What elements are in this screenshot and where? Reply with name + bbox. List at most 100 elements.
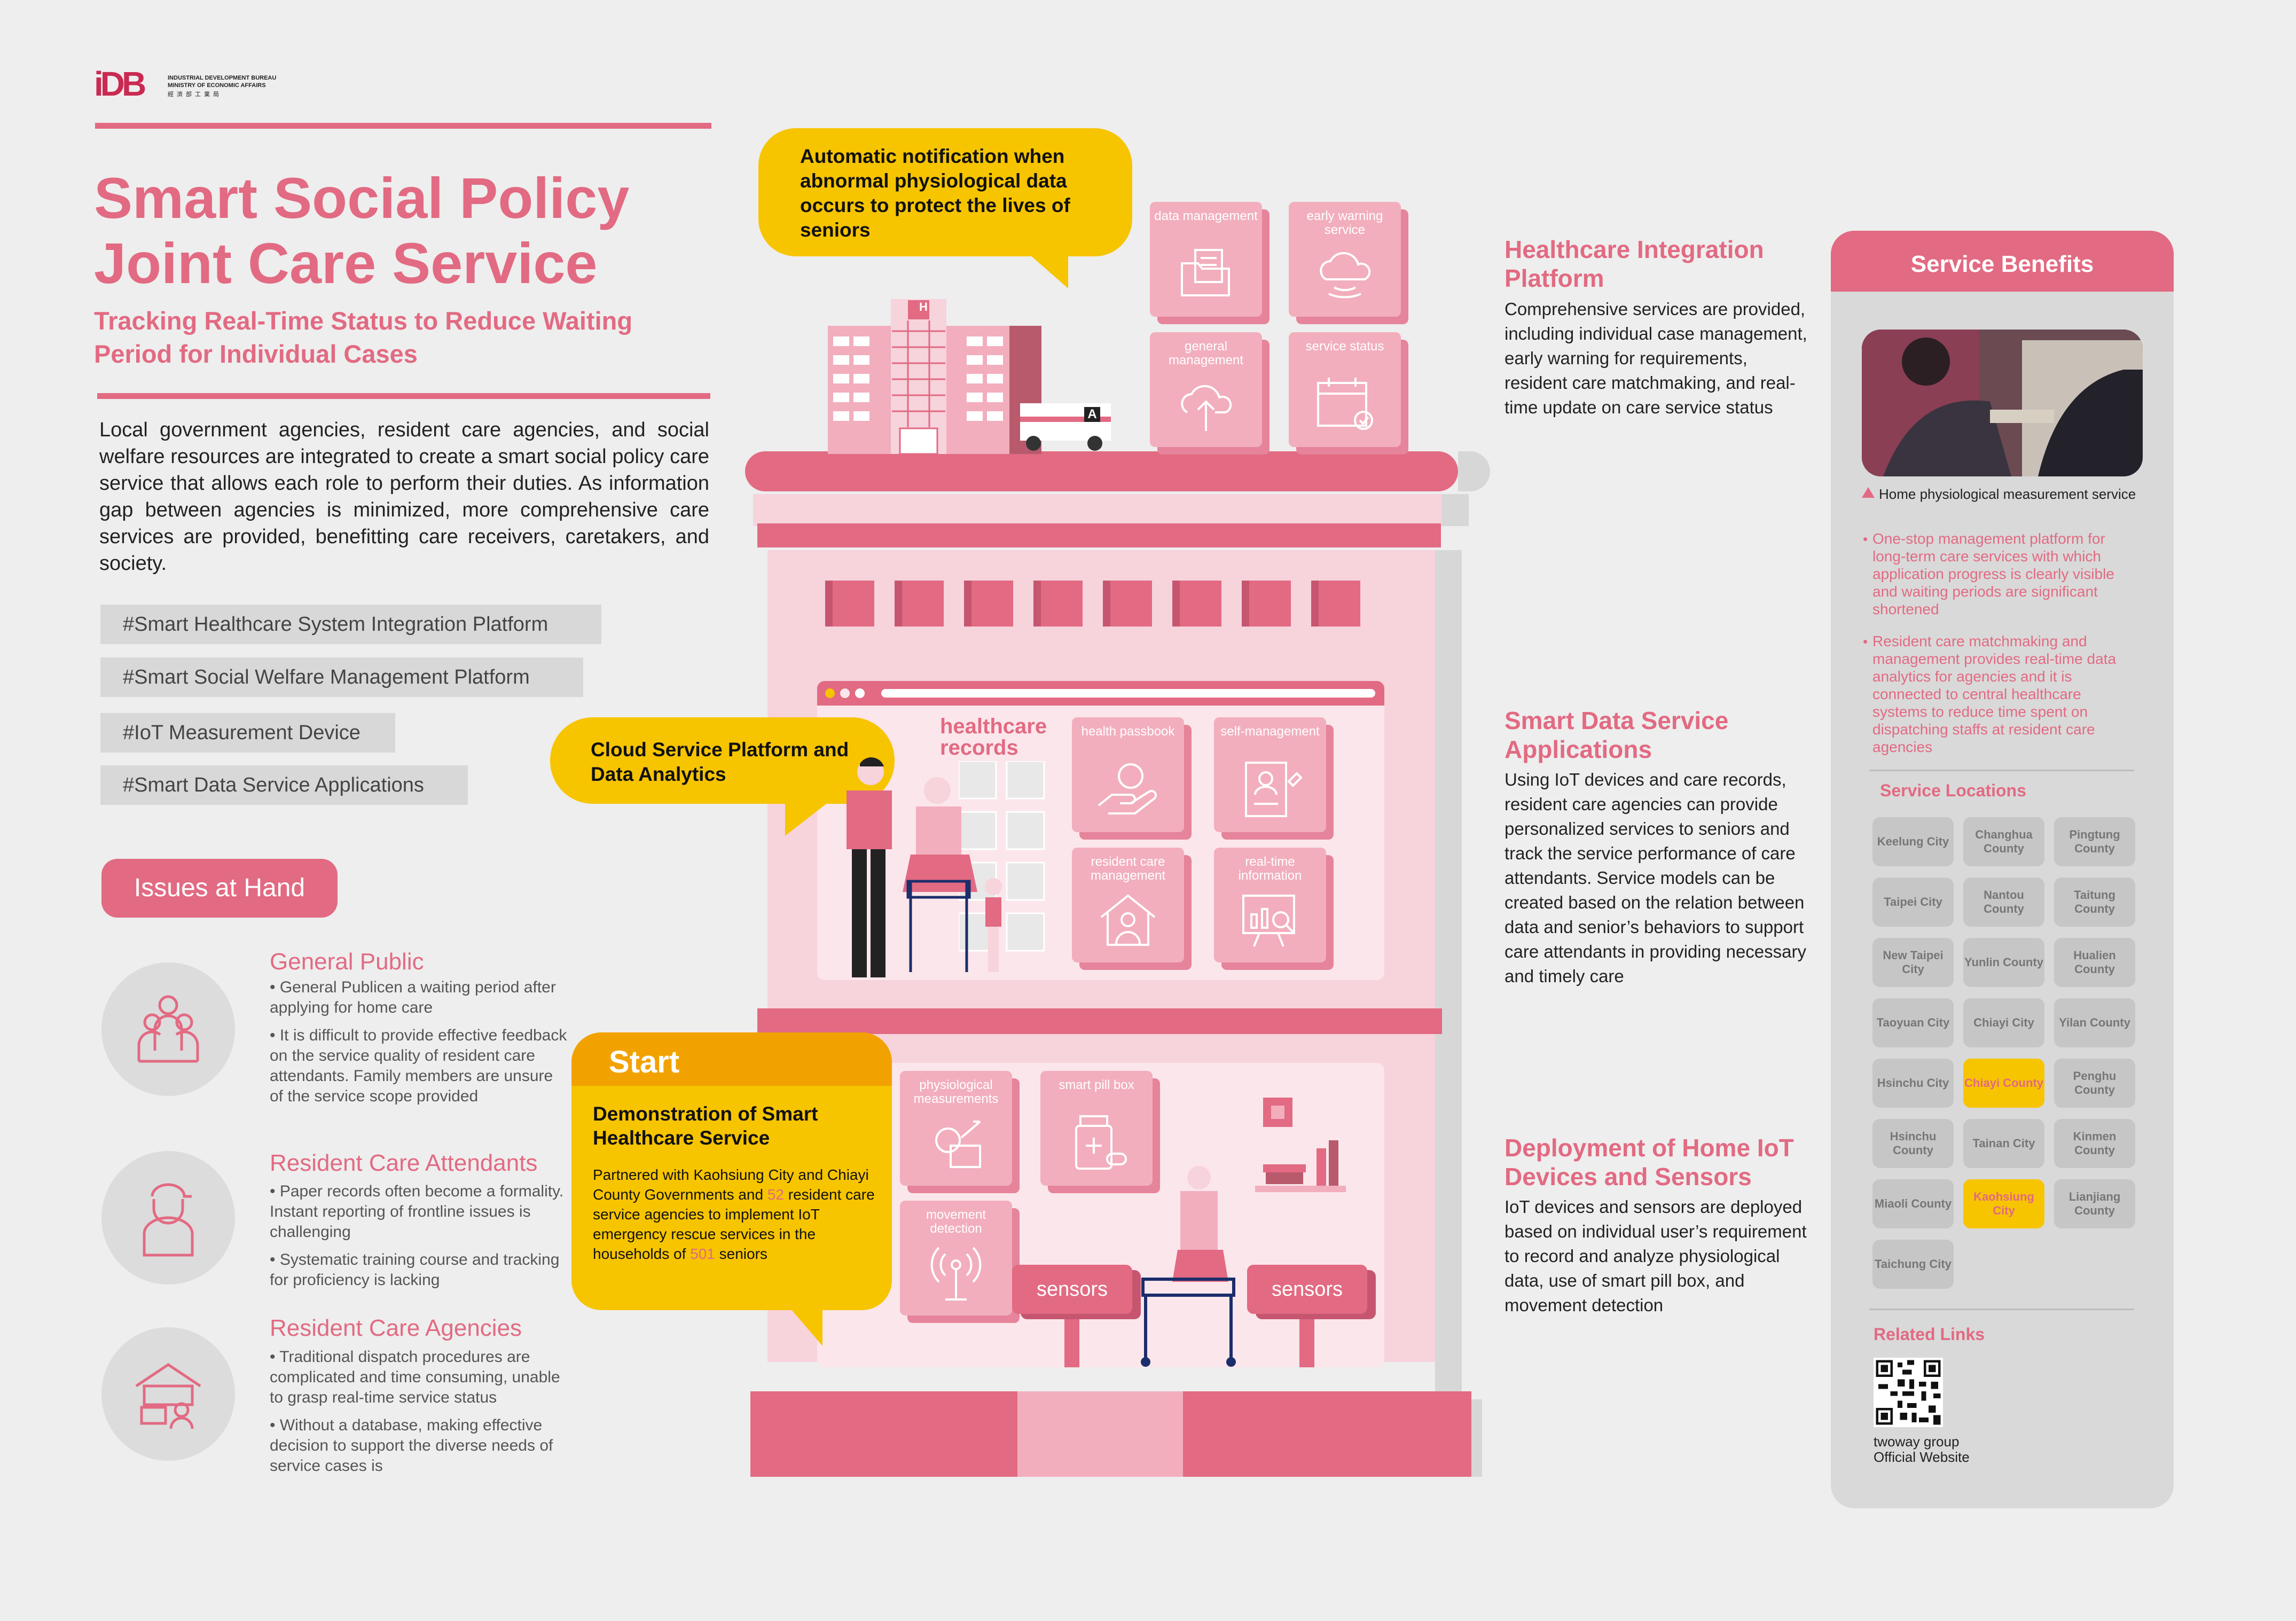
records-title: healthcare records (940, 715, 1047, 759)
locations-title: Service Locations (1880, 781, 2026, 800)
building-window (1103, 581, 1152, 627)
tile-service-status[interactable]: service status (1289, 332, 1401, 447)
divider-mid (97, 393, 710, 399)
building-shadow (1435, 550, 1462, 1394)
tag-chip[interactable]: #IoT Measurement Device (100, 713, 395, 753)
hand-coin-icon (1098, 763, 1157, 815)
building-window (964, 581, 1013, 627)
building-window (895, 581, 944, 627)
location-chip[interactable]: Kinmen County (2054, 1119, 2135, 1168)
photo-caption: Home physiological measurement service (1879, 486, 2136, 502)
tag-chip[interactable]: #Smart Healthcare System Integration Pla… (100, 605, 601, 644)
attendant-icon-circle (101, 1151, 235, 1285)
location-chip[interactable]: Taipei City (1872, 878, 1954, 927)
location-chip[interactable]: Tainan City (1963, 1119, 2044, 1168)
idb-logo: iDB INDUSTRIAL DEVELOPMENT BUREAU MINIST… (94, 64, 286, 103)
location-chip[interactable]: Taichung City (1872, 1240, 1954, 1289)
location-chip[interactable]: Hsinchu County (1872, 1119, 1954, 1168)
roof-slab (745, 451, 1458, 491)
public-icon-circle (101, 962, 235, 1096)
panel-title: Service Benefits (1831, 231, 2174, 292)
location-chip[interactable]: New Taipei City (1872, 938, 1954, 987)
divider-top (95, 123, 711, 129)
location-chip[interactable]: Kaohsiung City (1963, 1179, 2044, 1228)
browser-address-bar (881, 689, 1375, 698)
tile-physiological-measurements[interactable]: physiological measurements (900, 1071, 1012, 1186)
location-chip[interactable]: Lianjiang County (2054, 1179, 2135, 1228)
building-window (1172, 581, 1221, 627)
sensor-label-right: sensors (1247, 1265, 1367, 1314)
sensor-post (1064, 1319, 1079, 1367)
section-body-iot: IoT devices and sensors are deployed bas… (1504, 1197, 1807, 1315)
location-chip[interactable]: Nantou County (1963, 878, 2044, 927)
location-chip[interactable]: Miaoli County (1872, 1179, 1954, 1228)
tile-early-warning[interactable]: early warning service (1289, 202, 1401, 317)
qr-code-icon[interactable] (1874, 1358, 1943, 1427)
location-chip[interactable]: Yilan County (2054, 998, 2135, 1047)
hospital-illustration (828, 299, 1111, 454)
roof-ledge-shadow (1442, 494, 1469, 526)
location-chip[interactable]: Chiayi County (1963, 1059, 2044, 1108)
benefit-point-1: One-stop management platform for long-te… (1872, 530, 2114, 617)
link-label[interactable]: twoway group Official Website (1874, 1434, 1970, 1465)
tile-resident-care-management[interactable]: resident care management (1072, 848, 1184, 962)
logo-mark: iDB (94, 65, 146, 103)
section-heading-iot: Deployment of Home IoT Devices and Senso… (1504, 1134, 1794, 1191)
senior-walker-illustration (1141, 1166, 1236, 1367)
tile-real-time-information[interactable]: real-time information (1214, 848, 1326, 962)
signal-tower-icon (930, 1247, 982, 1301)
bullet: • (1863, 633, 1868, 649)
pill-bottle-icon (1075, 1115, 1127, 1170)
location-chip[interactable]: Hsinchu City (1872, 1059, 1954, 1108)
section-heading-platform: Healthcare Integration Platform (1504, 236, 1764, 292)
location-chip[interactable]: Pingtung County (2054, 817, 2135, 866)
browser-dot (825, 688, 835, 698)
page-title: Smart Social Policy Joint Care Service (94, 166, 630, 295)
home-measurement-photo (1862, 330, 2143, 476)
cloud-upload-icon (1181, 385, 1232, 431)
sensor-post (1299, 1319, 1314, 1367)
issue-points-attendants: • Paper records often become a formality… (270, 1183, 564, 1289)
section-body-data: Using IoT devices and care records, resi… (1504, 770, 1806, 986)
page-subtitle: Tracking Real-Time Status to Reduce Wait… (94, 307, 633, 368)
bubble-tail (790, 1309, 822, 1346)
building-window (1242, 581, 1291, 627)
location-chip[interactable]: Taoyuan City (1872, 998, 1954, 1047)
start-card: Start Demonstration of Smart Healthcare … (571, 1032, 892, 1310)
family-icon (137, 995, 199, 1063)
location-chip[interactable]: Chiayi City (1963, 998, 2044, 1047)
browser-dot (840, 688, 850, 698)
tile-data-management[interactable]: data management (1150, 202, 1262, 317)
bullet: • (1863, 531, 1868, 547)
benefit-point-2: Resident care matchmaking and management… (1872, 633, 2117, 755)
tile-movement-detection[interactable]: movement detection (900, 1201, 1012, 1315)
building-window (1033, 581, 1083, 627)
tile-health-passbook[interactable]: health passbook (1072, 717, 1184, 832)
location-chip[interactable]: Changhua County (1963, 817, 2044, 866)
location-chip[interactable]: Taitung County (2054, 878, 2135, 927)
caregiver-icon (143, 1183, 194, 1257)
tag-chip[interactable]: #Smart Data Service Applications (100, 765, 468, 805)
service-benefits-panel: Service Benefits Home physiological meas… (1831, 231, 2174, 1508)
agency-icon-circle (101, 1327, 235, 1461)
location-chip[interactable]: Penghu County (2054, 1059, 2135, 1108)
ambulance-sign: A (1087, 407, 1097, 421)
location-chip[interactable]: Hualien County (2054, 938, 2135, 987)
tile-smart-pill-box[interactable]: smart pill box (1040, 1071, 1153, 1186)
cloud-signal-icon (1320, 252, 1371, 299)
building-steps (1017, 1391, 1183, 1477)
logo-line-3: 經濟部工業局 (168, 91, 222, 98)
issue-points-public: • General Publicen a waiting period afte… (270, 978, 567, 1105)
analytics-board-icon (1242, 895, 1295, 947)
tile-general-management[interactable]: general management (1150, 332, 1262, 447)
tag-chip[interactable]: #Smart Social Welfare Management Platfor… (100, 657, 583, 697)
browser-dot (855, 688, 865, 698)
tile-self-management[interactable]: self-management (1214, 717, 1326, 832)
location-chip[interactable]: Keelung City (1872, 817, 1954, 866)
section-heading-data: Smart Data Service Applications (1504, 707, 1729, 763)
location-chip[interactable]: Yunlin County (1963, 938, 2044, 987)
related-links-title: Related Links (1874, 1325, 1985, 1344)
start-heading: Demonstration of Smart Healthcare Servic… (593, 1103, 818, 1149)
floor-band (757, 1008, 1442, 1034)
records-placeholder-grid (959, 761, 1045, 952)
